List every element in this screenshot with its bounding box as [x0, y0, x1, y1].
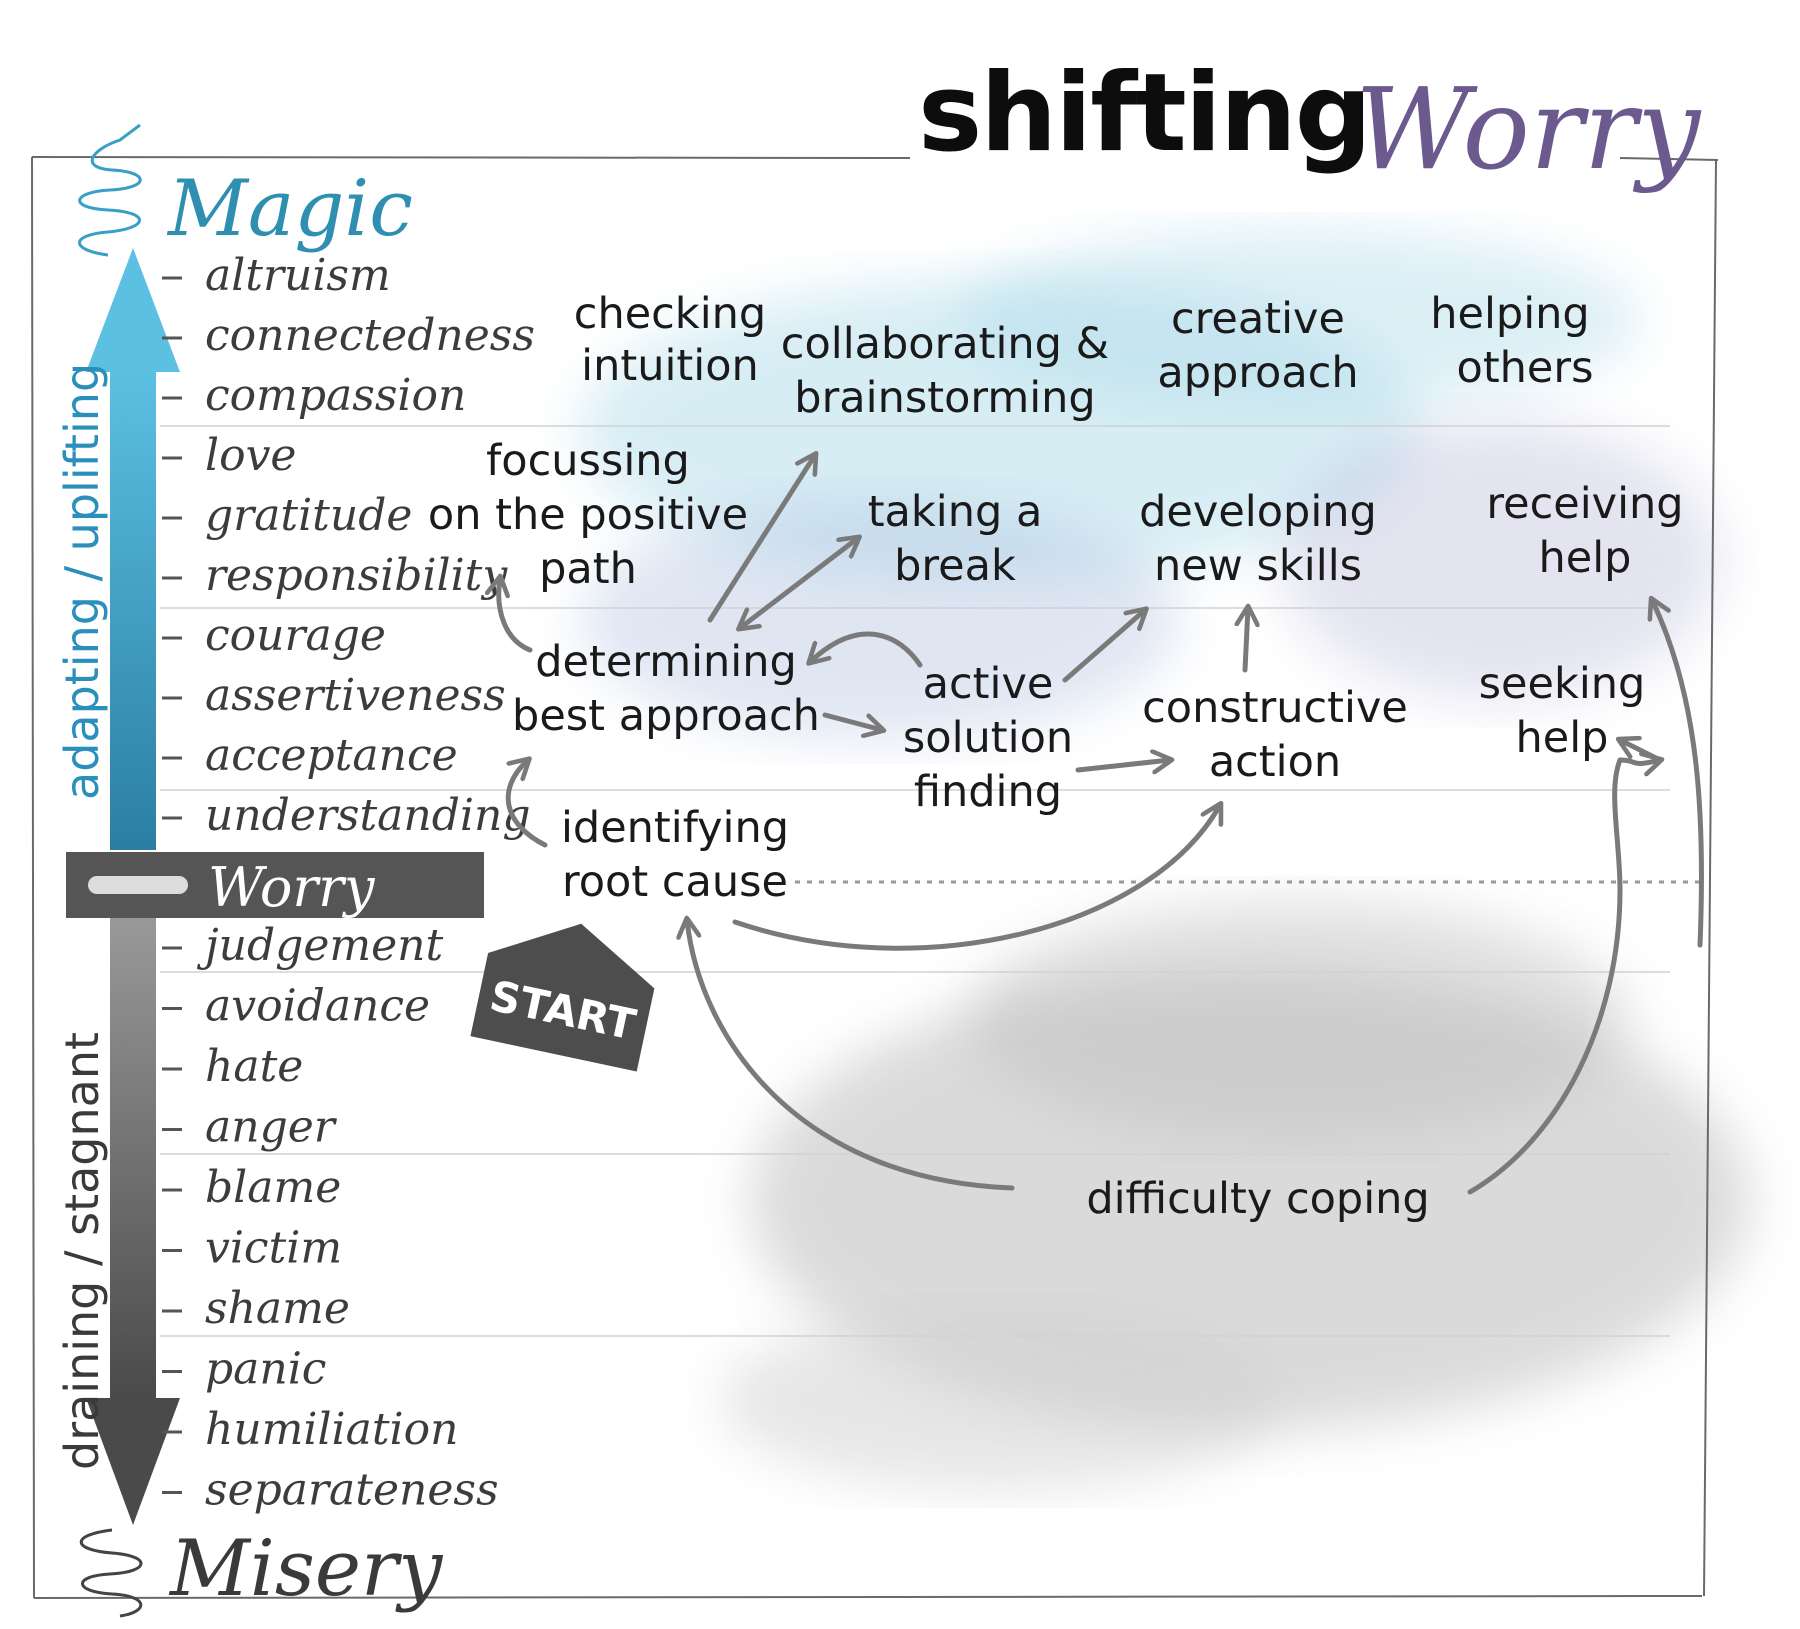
- emotion-blame: blame: [205, 1162, 341, 1213]
- arrow-determining-to-active: [822, 712, 882, 730]
- emotion-hate: hate: [205, 1041, 303, 1092]
- arrow-root-to-constructive: [732, 805, 1220, 951]
- arrow-seeking-up-to-receiving: [1652, 600, 1705, 948]
- emotion-anger: anger: [205, 1102, 338, 1153]
- lower-emotion-list: judgement avoidance hate anger blame victim sh…: [162, 920, 499, 1516]
- emotion-responsibility: responsibility: [205, 550, 508, 601]
- emotion-panic: panic: [205, 1344, 326, 1395]
- draining-arrow-head: [86, 1398, 180, 1525]
- emotion-courage: courage: [205, 610, 386, 661]
- emotion-avoidance: avoidance: [205, 981, 430, 1032]
- worry-slider-handle: [88, 876, 188, 894]
- magic-spiral-icon: [78, 123, 142, 257]
- arrow-active-to-constructive: [1075, 760, 1170, 770]
- emotion-understanding: understanding: [205, 790, 531, 841]
- frame: [31, 156, 1719, 1599]
- title-shifting: shifting: [918, 51, 1370, 176]
- arrow-coping-to-seeking: [1467, 760, 1660, 1195]
- emotion-altruism: altruism: [205, 250, 391, 301]
- title-worry: Worry: [1355, 65, 1702, 195]
- arrow-determining-break-both: [740, 538, 858, 628]
- emotion-separateness: separateness: [205, 1465, 499, 1516]
- emotion-love: love: [205, 430, 296, 481]
- arrow-coping-to-seeking-2: [1620, 740, 1663, 763]
- flow-arrows: [499, 455, 1705, 1195]
- up-axis-label: adapting / uplifting: [55, 363, 109, 800]
- start-badge[interactable]: START: [470, 906, 664, 1072]
- arrow-active-to-determining: [810, 631, 923, 668]
- uplifting-arrow-head: [86, 248, 180, 372]
- emotion-shame: shame: [205, 1283, 350, 1334]
- emotion-judgement: judgement: [196, 920, 443, 971]
- emotion-acceptance: acceptance: [205, 730, 458, 781]
- emotion-connectedness: connectedness: [205, 310, 535, 361]
- arrow-active-to-developing: [1062, 610, 1145, 683]
- misery-label: Misery: [168, 1524, 443, 1614]
- arrow-determining-to-focussing: [499, 578, 533, 653]
- node-difficulty-coping: difficulty coping: [1086, 1174, 1429, 1224]
- emotion-compassion: compassion: [205, 370, 466, 421]
- watercolor-washes: [580, 230, 1750, 1490]
- emotional-scale: Worry Magic Misery adapting / uplifting …: [55, 123, 535, 1618]
- down-axis-label: draining / stagnant: [55, 1032, 109, 1470]
- emotion-victim: victim: [205, 1223, 342, 1274]
- misery-spiral-icon: [79, 1528, 143, 1618]
- draining-arrow-shaft: [110, 910, 156, 1400]
- arrow-root-to-determining: [505, 760, 548, 848]
- emotion-humiliation: humiliation: [205, 1404, 458, 1455]
- magic-label: Magic: [166, 164, 413, 254]
- worry-center-label: Worry: [208, 856, 376, 919]
- upper-emotion-list: altruism connectedness compassion love grati…: [162, 250, 535, 841]
- arrow-coping-to-root: [687, 920, 1015, 1191]
- guide-lines: [160, 425, 1670, 1337]
- emotion-assertiveness: assertiveness: [205, 670, 506, 721]
- uplifting-arrow-shaft: [110, 370, 156, 850]
- arrow-constructive-to-developing: [1245, 608, 1248, 673]
- emotion-gratitude: gratitude: [205, 490, 412, 541]
- node-collaborating: collaborating &brainstorming: [781, 319, 1109, 423]
